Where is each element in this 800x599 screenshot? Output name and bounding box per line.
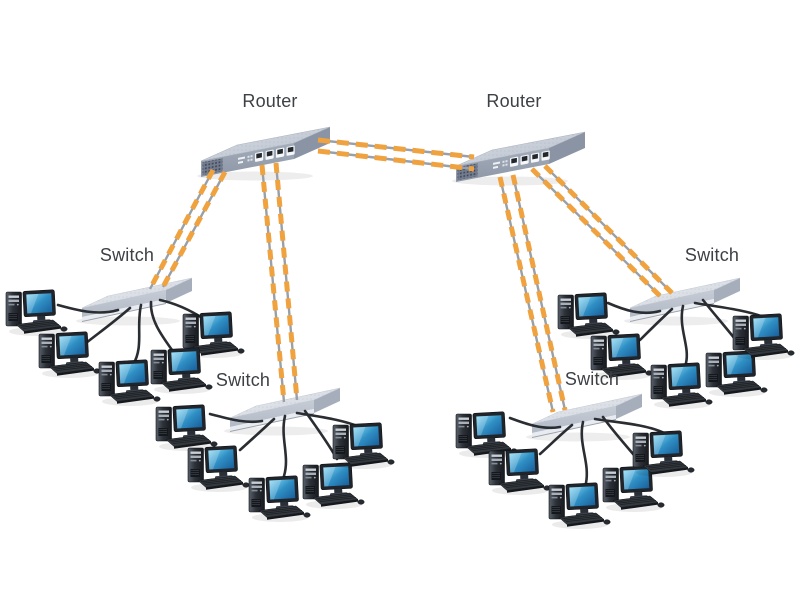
cable-switch-lr-pc2 <box>538 423 574 456</box>
switch-lower-right-label: Switch <box>565 369 619 389</box>
cable-switch-ur-pc1 <box>606 301 662 315</box>
router-right-label: Router <box>486 91 541 111</box>
computers <box>5 289 795 530</box>
switch-upper-left-label: Switch <box>100 245 154 265</box>
switch-upper-right-label: Switch <box>685 245 739 265</box>
cable-switch-ul-pc2 <box>84 306 132 345</box>
computer-icon <box>557 292 620 340</box>
computer-icon <box>248 475 311 523</box>
cable-switch-ll-pc2 <box>238 417 276 452</box>
computer-icon <box>155 404 218 452</box>
computer-icon <box>302 462 365 510</box>
labels: Router Router Switch Switch Switch Switc… <box>100 91 739 390</box>
cable-router-left-to-switch-upper-left <box>147 168 228 291</box>
computer-icon <box>632 430 695 478</box>
cable-router-left-to-switch-lower-left <box>259 162 300 403</box>
cable-switch-ll-pc3 <box>282 414 288 478</box>
cable-switch-lr-pc1 <box>508 416 562 430</box>
router-left-label: Router <box>242 91 297 111</box>
cable-switch-lr-pc5 <box>593 417 668 436</box>
devices <box>75 126 741 442</box>
cable-switch-ul-pc3 <box>131 303 143 367</box>
cable-switch-ur-pc3 <box>680 304 689 365</box>
computer-icon <box>187 445 250 493</box>
cable-switch-ul-pc1 <box>56 303 120 314</box>
cable-router-right-to-switch-upper-right <box>530 164 674 298</box>
computer-icon <box>332 422 395 470</box>
computer-icon <box>5 289 68 337</box>
computer-icon <box>548 482 611 530</box>
computer-icon <box>488 448 551 496</box>
computer-icon <box>732 313 795 361</box>
ethernet-links <box>147 137 674 413</box>
cable-switch-ll-pc1 <box>208 412 264 424</box>
cable-switch-ul-pc5 <box>149 300 174 352</box>
switch-device-upper-left <box>75 277 193 326</box>
switch-lower-left-label: Switch <box>216 370 270 390</box>
cable-router-right-to-switch-lower-right <box>497 174 568 413</box>
switch-device-lower-right <box>525 393 643 442</box>
cable-switch-ur-pc2 <box>638 307 674 342</box>
computer-icon <box>650 362 713 410</box>
cable-switch-lr-pc3 <box>580 420 589 485</box>
cable-router-to-router <box>317 137 475 172</box>
